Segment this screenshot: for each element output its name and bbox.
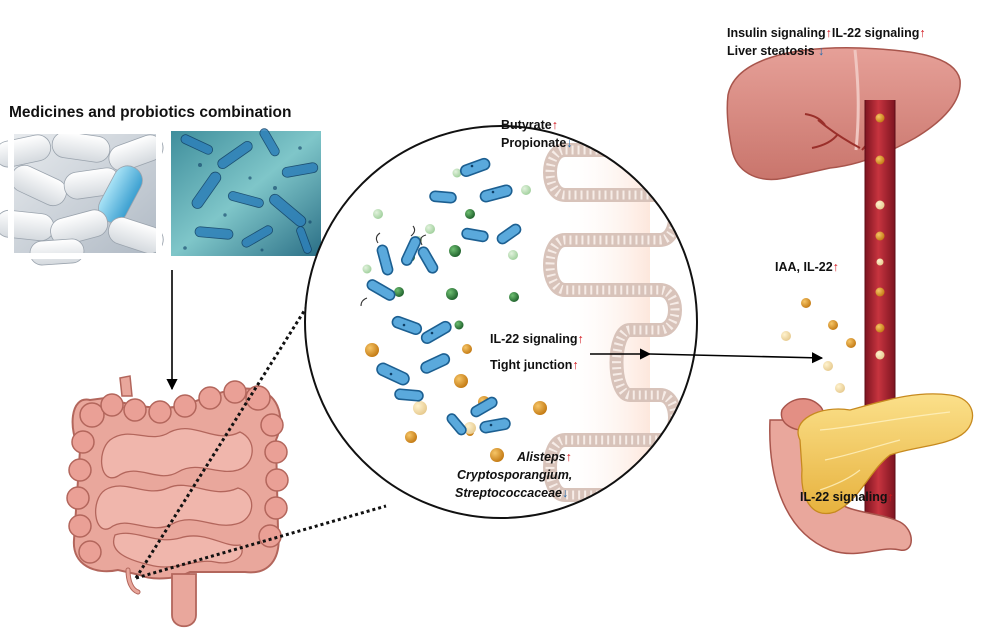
epithelial-il22-label: IL-22 signaling↑ xyxy=(490,332,584,346)
liver-il22-signaling-label: IL-22 signaling xyxy=(831,26,920,40)
pancreas-illustration xyxy=(769,393,974,555)
liver-label-line1: Insulin signaling↑IL-22 signaling↑ xyxy=(727,26,926,40)
circulation-label: IAA, IL-22↑ xyxy=(775,260,839,274)
metabolite-pale-orange xyxy=(413,401,476,434)
zoom-line-top xyxy=(134,288,320,579)
increase-arrow: ↑ xyxy=(551,118,558,132)
alisteps-label: Alisteps↑ xyxy=(517,450,572,464)
probiotics-image xyxy=(171,128,321,256)
streptococcaceae-text: Streptococcaceae xyxy=(455,486,563,500)
tight-junction-label: Tight junction↑ xyxy=(490,358,579,372)
decrease-arrow: ↓ xyxy=(562,486,569,500)
epithelial-il22-text: IL-22 signaling xyxy=(490,332,578,346)
increase-arrow: ↑ xyxy=(565,450,572,464)
pills-image xyxy=(0,128,164,266)
increase-arrow: ↑ xyxy=(887,490,894,504)
zoom-line-bottom xyxy=(135,504,387,580)
insulin-signaling-label: Insulin signaling xyxy=(727,26,826,40)
iaa-il22-text: IAA, IL-22 xyxy=(775,260,833,274)
propionate-text: Propionate xyxy=(501,136,567,150)
alisteps-text: Alisteps xyxy=(517,450,566,464)
increase-arrow: ↑ xyxy=(577,332,584,346)
streptococcaceae-label: Streptococcaceae↓ xyxy=(455,486,568,500)
increase-arrow: ↑ xyxy=(825,26,832,40)
arrow-to-circulation xyxy=(649,352,824,364)
increase-arrow: ↑ xyxy=(572,358,579,372)
propionate-label: Propionate↓ xyxy=(501,136,573,150)
butyrate-label: Butyrate↑ xyxy=(501,118,558,132)
pancreas-il22-text: IL-22 signaling xyxy=(800,490,888,504)
increase-arrow: ↑ xyxy=(919,26,926,40)
combination-heading: Medicines and probiotics combination xyxy=(9,104,292,121)
pancreas-label: IL-22 signaling↑ xyxy=(800,490,894,504)
liver-steatosis-label: Liver steatosis xyxy=(727,44,815,58)
decrease-arrow: ↓ xyxy=(818,44,825,58)
liver-label-line2: Liver steatosis ↓ xyxy=(727,44,824,58)
cryptosporangium-label: Cryptosporangium, xyxy=(457,468,573,482)
tight-junction-text: Tight junction xyxy=(490,358,573,372)
intestine-illustration xyxy=(66,375,289,628)
decrease-arrow: ↓ xyxy=(566,136,573,150)
circulating-metabolites xyxy=(781,298,856,393)
increase-arrow: ↑ xyxy=(832,260,839,274)
liver-illustration xyxy=(726,47,961,181)
butyrate-text: Butyrate xyxy=(501,118,552,132)
zoomed-gut-circle xyxy=(304,125,698,519)
bacteria-rods xyxy=(366,157,522,436)
